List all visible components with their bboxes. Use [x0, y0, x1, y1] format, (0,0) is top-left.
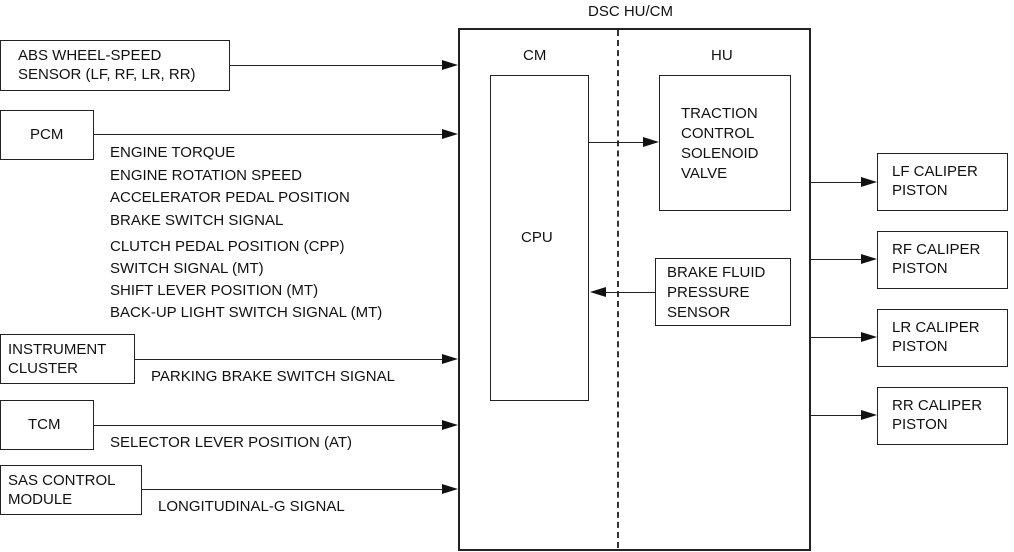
brake-fluid-sensor-label: BRAKE FLUID PRESSURE SENSOR — [667, 264, 766, 321]
longitudinal-g-signal: LONGITUDINAL-G SIGNAL — [158, 498, 345, 515]
lr-caliper-piston-box — [877, 309, 1008, 367]
rr-output-line — [811, 415, 863, 416]
rr-caliper-piston-box — [877, 387, 1008, 445]
rf-output-arrow — [861, 254, 877, 264]
lf-caliper-piston-box — [877, 153, 1008, 211]
tcm-input-line — [94, 425, 444, 426]
instrument-cluster-label: INSTRUMENT CLUSTER — [8, 341, 107, 377]
tcm-input-arrow — [442, 420, 458, 430]
cpu-to-valve-line — [589, 142, 645, 143]
lr-output-arrow — [861, 332, 877, 342]
pcm-input-line — [94, 134, 444, 135]
sensor-to-cpu-line — [605, 292, 655, 293]
cm-section-label: CM — [523, 47, 547, 64]
pcm-label: PCM — [30, 126, 64, 143]
brake-fluid-sensor-box — [655, 258, 791, 326]
rr-caliper-piston-label: RR CALIPER PISTON — [892, 397, 983, 433]
tcs-valve-box — [659, 75, 791, 211]
instrument-cluster-box — [0, 334, 135, 384]
sas-input-arrow — [442, 484, 458, 494]
diagram-title: DSC HU/CM — [588, 3, 673, 20]
pcm-box — [0, 110, 94, 160]
pcm-input-arrow — [442, 129, 458, 139]
pcm-signals: ENGINE TORQUE ENGINE ROTATION SPEED ACCE… — [110, 144, 350, 229]
cpu-box — [490, 75, 589, 201]
cpu-to-valve-arrow — [643, 137, 659, 147]
rf-caliper-piston-label: RF CALIPER PISTON — [892, 241, 981, 277]
hu-section-label: HU — [711, 47, 733, 64]
abs-input-arrow — [442, 60, 458, 70]
cm-hu-divider — [617, 30, 619, 548]
sas-control-module-label: SAS CONTROL MODULE — [8, 472, 116, 508]
sensor-to-cpu-arrow — [590, 287, 606, 297]
rf-caliper-piston-box — [877, 231, 1008, 289]
lf-caliper-piston-label: LF CALIPER PISTON — [892, 163, 978, 199]
sas-input-line — [142, 489, 444, 490]
cpu-label: CPU — [521, 229, 553, 246]
abs-wheel-speed-sensor-label: ABS WHEEL-SPEED SENSOR (LF, RF, LR, RR) — [18, 47, 196, 83]
abs-input-line — [230, 65, 444, 66]
abs-wheel-speed-sensor-box — [0, 40, 230, 91]
rf-output-line — [811, 259, 863, 260]
lr-output-line — [811, 337, 863, 338]
parking-brake-signal: PARKING BRAKE SWITCH SIGNAL — [151, 368, 395, 385]
instrument-cluster-input-line — [135, 359, 444, 360]
pcm-signals-mt: CLUTCH PEDAL POSITION (CPP) SWITCH SIGNA… — [110, 238, 383, 321]
cpu-box-lower — [490, 198, 589, 401]
tcm-box — [0, 400, 94, 450]
sas-control-module-box — [0, 465, 142, 515]
lr-caliper-piston-label: LR CALIPER PISTON — [892, 319, 980, 355]
lf-output-line — [811, 182, 863, 183]
tcs-valve-label: TRACTION CONTROL SOLENOID VALVE — [681, 105, 759, 182]
rr-output-arrow — [861, 410, 877, 420]
selector-lever-signal: SELECTOR LEVER POSITION (AT) — [110, 434, 352, 451]
lf-output-arrow — [861, 177, 877, 187]
instrument-cluster-input-arrow — [442, 354, 458, 364]
tcm-label: TCM — [28, 416, 61, 433]
